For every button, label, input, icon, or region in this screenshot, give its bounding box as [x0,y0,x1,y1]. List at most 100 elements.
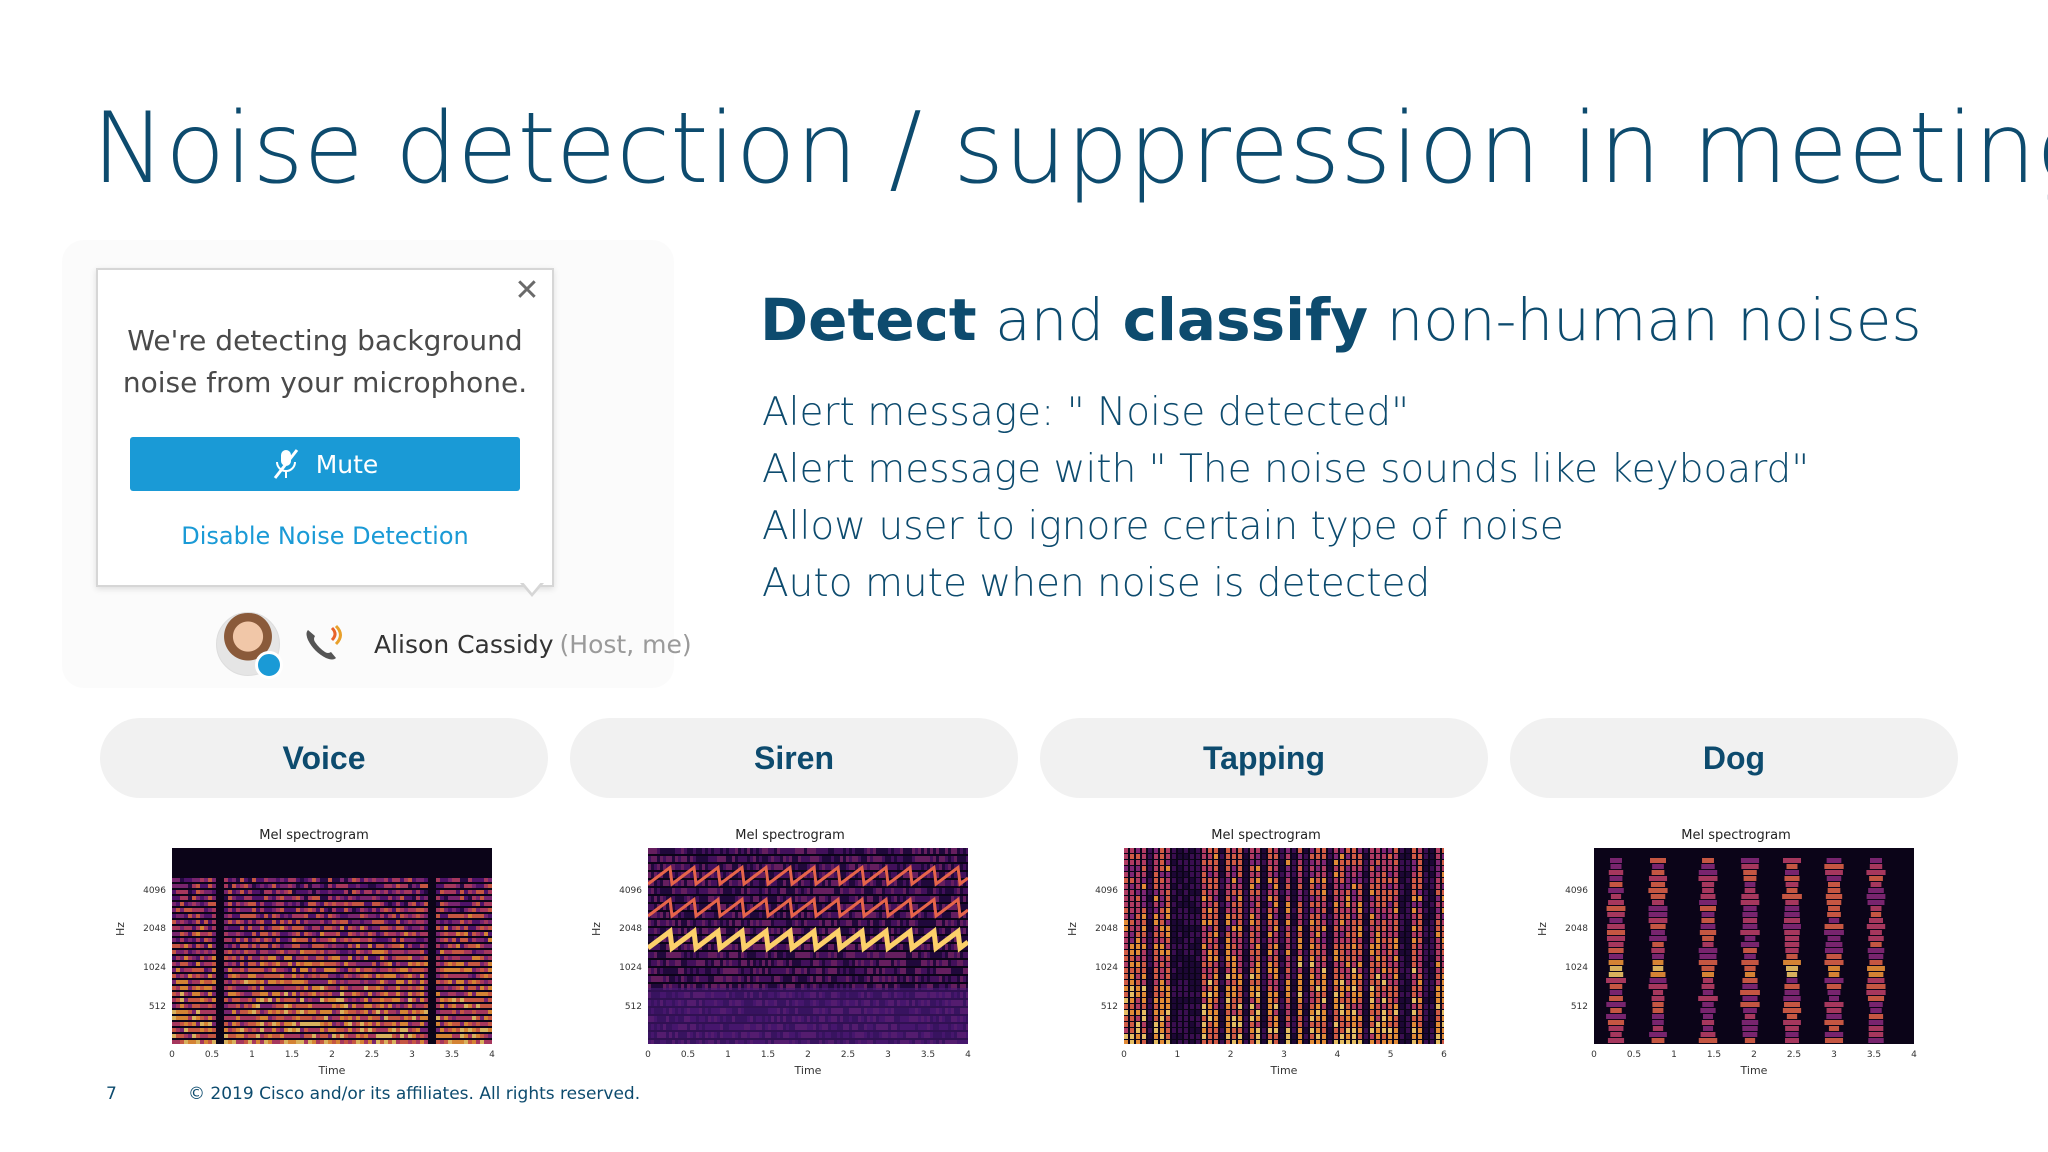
y-tick-label: 512 [624,1002,642,1012]
category-siren: Siren [570,718,1018,798]
category-tapping: Tapping [1040,718,1488,798]
participant-role: (Host, me) [559,629,692,659]
x-tick-label: 1 [1671,1050,1677,1060]
x-axis-label: Time [1270,1064,1298,1077]
section-subtitle: Detect and classify non-human noises [760,286,1922,354]
y-tick-label: 2048 [619,924,642,934]
x-tick-label: 1.5 [284,1050,300,1060]
x-tick-label: 1 [725,1050,731,1060]
x-tick-label: 2 [805,1050,811,1060]
x-tick-label: 5 [1387,1050,1394,1060]
participant-row[interactable]: Alison Cassidy(Host, me) [216,612,692,679]
y-tick-label: 1024 [619,963,642,973]
x-tick-label: 2.5 [1786,1050,1802,1060]
x-tick-label: 1.5 [1706,1050,1722,1060]
y-tick-label: 512 [1570,1002,1588,1012]
x-tick-label: 2.5 [840,1050,856,1060]
page-number: 7 [106,1084,117,1104]
x-tick-label: 3 [885,1050,891,1060]
spectrogram-image [1606,858,1886,1043]
x-tick-label: 4 [1911,1050,1917,1060]
close-icon[interactable]: ✕ [514,273,540,308]
y-tick-label: 4096 [1095,886,1118,896]
status-badge [255,651,283,679]
x-tick-label: 1 [1174,1050,1181,1060]
phone-noise-icon [306,624,342,660]
y-tick-label: 1024 [143,963,166,973]
x-tick-label: 0.5 [204,1050,220,1060]
x-tick-label: 0.5 [680,1050,696,1060]
mic-muted-icon [273,449,298,479]
list-item: Alert message: " Noise detected" [762,390,1410,435]
x-tick-label: 3 [409,1050,415,1060]
spectrogram-image [1124,848,1444,1044]
x-tick-label: 2 [329,1050,335,1060]
page-title: Noise detection / suppression in meeting… [92,92,2048,206]
y-tick-label: 512 [148,1002,166,1012]
y-tick-label: 1024 [1095,963,1118,973]
x-tick-label: 0 [645,1050,651,1060]
spectrogram-title: Mel spectrogram [735,828,845,843]
spectrogram-title: Mel spectrogram [259,828,369,843]
spectrogram-image [172,878,492,1044]
noise-detection-popup: ✕ We're detecting background noise from … [96,268,554,587]
x-axis-label: Time [1740,1064,1768,1077]
participant-name: Alison Cassidy(Host, me) [374,629,692,659]
copyright-text: © 2019 Cisco and/or its affiliates. All … [188,1084,641,1104]
x-axis-label: Time [794,1064,822,1077]
x-tick-label: 4 [489,1050,495,1060]
x-tick-label: 0 [169,1050,175,1060]
x-tick-label: 3.5 [1866,1050,1882,1060]
x-tick-label: 1 [249,1050,255,1060]
list-item: Auto mute when noise is detected [762,561,1431,606]
y-tick-label: 4096 [619,886,642,896]
x-tick-label: 0 [1121,1050,1127,1060]
y-tick-label: 4096 [1565,886,1588,896]
x-tick-label: 3 [1281,1050,1287,1060]
y-axis-label: Hz [1536,921,1549,936]
avatar [216,612,283,679]
y-tick-label: 4096 [143,886,166,896]
x-tick-label: 4 [965,1050,971,1060]
y-tick-label: 2048 [1565,924,1588,934]
x-tick-label: 0 [1591,1050,1597,1060]
disable-noise-detection-link[interactable]: Disable Noise Detection [181,522,469,550]
x-tick-label: 4 [1334,1050,1341,1060]
x-tick-label: 6 [1441,1050,1447,1060]
x-tick-label: 1.5 [760,1050,776,1060]
spectrogram-plot [1594,848,1914,1044]
spectrogram-title: Mel spectrogram [1681,828,1791,843]
y-tick-label: 1024 [1565,963,1588,973]
y-axis-label: Hz [1066,921,1079,936]
list-item: Allow user to ignore certain type of noi… [762,504,1564,549]
spectrogram-title: Mel spectrogram [1211,828,1321,843]
y-tick-label: 2048 [1095,924,1118,934]
spectrogram-image [648,848,968,1044]
mute-button[interactable]: Mute [130,437,520,491]
x-tick-label: 3.5 [444,1050,460,1060]
popup-tail [520,581,544,597]
spectrogram-plot [1124,848,1444,1044]
x-tick-label: 0.5 [1626,1050,1642,1060]
x-tick-label: 3.5 [920,1050,936,1060]
x-tick-label: 2 [1751,1050,1757,1060]
popup-message: We're detecting background noise from yo… [122,324,528,399]
y-tick-label: 512 [1100,1002,1118,1012]
x-tick-label: 2 [1227,1050,1234,1060]
category-voice: Voice [100,718,548,798]
y-axis-label: Hz [590,921,603,936]
x-axis-label: Time [318,1064,346,1077]
mute-label: Mute [315,449,379,479]
y-axis-label: Hz [114,921,127,936]
list-item: Alert message with " The noise sounds li… [762,447,1810,492]
y-tick-label: 2048 [143,924,166,934]
spectrogram-plot [648,848,968,1044]
x-tick-label: 2.5 [364,1050,380,1060]
feature-list: Alert message: " Noise detected" Alert m… [762,384,1809,612]
spectrogram-plot [172,848,492,1044]
x-tick-label: 3 [1831,1050,1837,1060]
